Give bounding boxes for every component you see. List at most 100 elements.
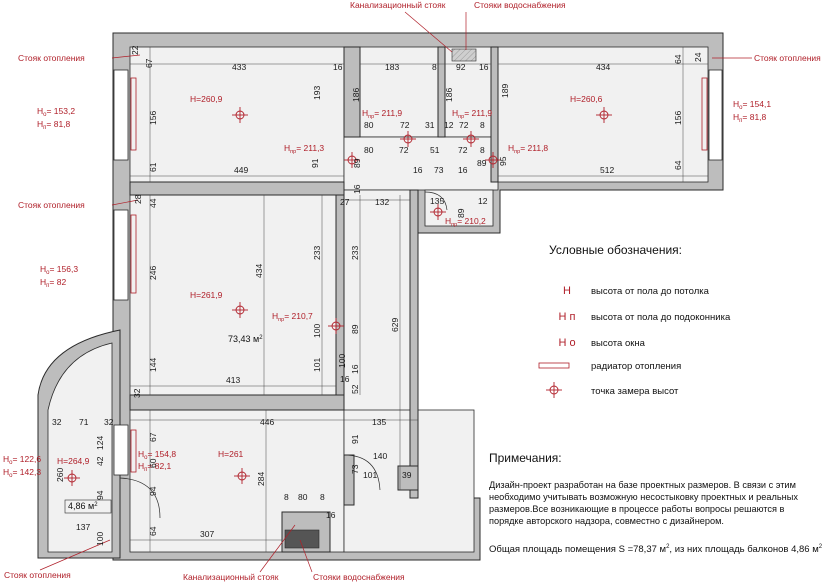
svg-text:64: 64 (673, 160, 683, 170)
room-top-left (129, 46, 345, 183)
svg-text:434: 434 (254, 264, 264, 278)
svg-text:156: 156 (148, 111, 158, 125)
svg-text:Но= 142,3: Но= 142,3 (3, 467, 41, 479)
svg-text:135: 135 (430, 196, 444, 206)
measure-point-d4 (485, 152, 501, 168)
svg-text:124: 124 (95, 436, 105, 450)
svg-text:60: 60 (148, 458, 158, 468)
svg-text:186: 186 (444, 88, 454, 102)
svg-text:Нп= 81,8: Нп= 81,8 (733, 112, 767, 124)
radiators (130, 77, 708, 473)
svg-text:71: 71 (79, 417, 89, 427)
svg-text:89: 89 (352, 158, 362, 168)
svg-text:512: 512 (600, 165, 614, 175)
svg-text:140: 140 (373, 451, 387, 461)
radiator-1 (130, 77, 137, 151)
svg-text:144: 144 (148, 358, 158, 372)
svg-text:Нпр= 211,8: Нпр= 211,8 (508, 143, 548, 155)
svg-text:67: 67 (144, 58, 154, 68)
measure-point-d1 (400, 131, 416, 147)
legend-symbol-ho: Н о (558, 337, 576, 349)
window-1 (113, 69, 129, 161)
radiator-icon (538, 362, 570, 369)
callout-sewer-bottom: Канализационный стояк (183, 572, 279, 582)
svg-text:16: 16 (333, 62, 343, 72)
svg-text:94: 94 (148, 486, 158, 496)
svg-text:H=261,9: H=261,9 (190, 290, 223, 300)
svg-text:16: 16 (350, 364, 360, 374)
legend-symbol-h: Н (563, 285, 571, 297)
shaft-top (451, 48, 477, 62)
svg-text:434: 434 (596, 62, 610, 72)
svg-text:22: 22 (130, 45, 140, 55)
svg-text:183: 183 (385, 62, 399, 72)
callout-water-top: Стояки водоснабжения (474, 0, 566, 10)
svg-text:16: 16 (340, 374, 350, 384)
svg-text:Нпр= 210,7: Нпр= 210,7 (272, 311, 313, 323)
svg-text:61: 61 (148, 162, 158, 172)
svg-text:32: 32 (132, 388, 142, 398)
svg-text:Нп= 82: Нп= 82 (40, 277, 66, 289)
measure-point-d2 (463, 131, 479, 147)
measure-point-icon (546, 382, 562, 398)
svg-text:Но= 154,1: Но= 154,1 (733, 99, 771, 111)
svg-text:189: 189 (500, 84, 510, 98)
legend-text-radiator: радиатор отопления (591, 361, 682, 372)
corridor-top (343, 136, 499, 191)
svg-text:16: 16 (326, 510, 336, 520)
notes-title: Примечания: (489, 451, 562, 465)
svg-text:80: 80 (364, 120, 374, 130)
svg-text:89: 89 (456, 208, 466, 218)
svg-text:433: 433 (232, 62, 246, 72)
svg-text:137: 137 (76, 522, 90, 532)
window-annotations: Но= 153,2 Нп= 81,8 Но= 154,1 Нп= 81,8 Но… (3, 99, 771, 479)
svg-text:H=260,6: H=260,6 (570, 94, 603, 104)
svg-text:449: 449 (234, 165, 248, 175)
svg-text:16: 16 (413, 165, 423, 175)
legend-symbol-hp: Н п (558, 311, 576, 323)
svg-text:72: 72 (399, 145, 409, 155)
svg-text:100: 100 (337, 354, 347, 368)
legend-item-radiator: радиатор отопления (549, 360, 769, 378)
svg-text:16: 16 (479, 62, 489, 72)
notes-body: Дизайн-проект разработан на базе проектн… (489, 480, 798, 526)
area-balcony: 4,86 м2 (68, 501, 98, 511)
svg-text:39: 39 (402, 470, 412, 480)
area-balcony-box (64, 499, 112, 514)
legend-item-sill: Н п высота от пола до подоконника (549, 311, 769, 329)
svg-text:156: 156 (673, 111, 683, 125)
svg-text:H=260,9: H=260,9 (190, 94, 223, 104)
measure-point-r1 (232, 107, 248, 123)
inner-walls (129, 46, 499, 553)
svg-text:284: 284 (256, 472, 266, 486)
svg-text:32: 32 (104, 417, 114, 427)
measure-point-d3 (344, 152, 360, 168)
svg-text:8: 8 (480, 120, 485, 130)
legend-text-sill: высота от пола до подоконника (591, 312, 731, 323)
svg-text:100: 100 (312, 324, 322, 338)
svg-text:31: 31 (425, 120, 435, 130)
room-top-right (497, 46, 709, 183)
svg-text:446: 446 (260, 417, 274, 427)
callout-heating-top-right: Стояк отопления (754, 53, 821, 63)
measure-point-d6 (328, 318, 344, 334)
svg-text:8: 8 (480, 145, 485, 155)
svg-text:51: 51 (430, 145, 440, 155)
legend-item-ceiling: Н высота от пола до потолка (549, 285, 769, 303)
room-floors (47, 46, 709, 553)
svg-text:89: 89 (350, 324, 360, 334)
notes-total-area: Общая площадь помещения S =78,37 м2, из … (489, 544, 823, 556)
callout-heating-mid-left: Стояк отопления (18, 200, 85, 210)
svg-text:12: 12 (444, 120, 454, 130)
svg-text:64: 64 (148, 526, 158, 536)
svg-text:307: 307 (200, 529, 214, 539)
svg-text:100: 100 (95, 532, 105, 546)
legend-text-ceiling: высота от пола до потолка (591, 286, 709, 297)
room-middle (129, 194, 337, 396)
svg-text:135: 135 (372, 417, 386, 427)
svg-text:67: 67 (148, 432, 158, 442)
radiator-4 (130, 429, 137, 473)
svg-text:246: 246 (148, 266, 158, 280)
svg-text:260: 260 (55, 468, 65, 482)
windows (113, 69, 723, 476)
